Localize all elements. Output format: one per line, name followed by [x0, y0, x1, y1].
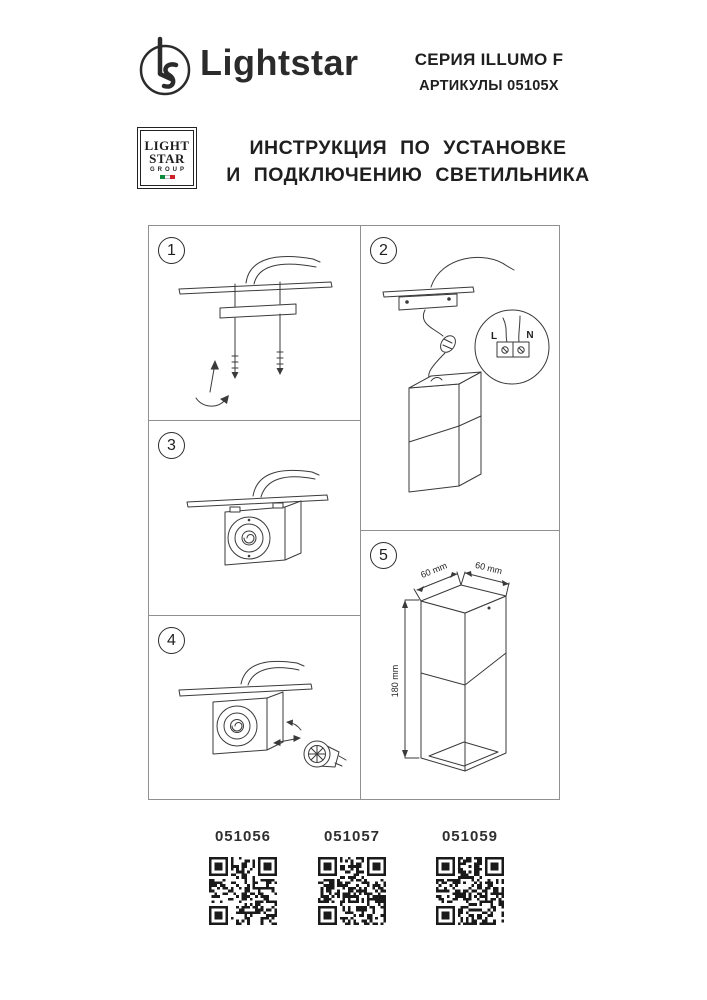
step-5-panel: 5 60 mm	[361, 531, 560, 799]
ceiling-plate	[178, 281, 333, 295]
lamp-body	[212, 691, 284, 755]
insert-arrow-icon	[273, 735, 301, 746]
qr-code	[209, 857, 277, 925]
step-4-panel: 4	[149, 616, 360, 799]
lamp-body-3d	[420, 584, 507, 772]
article-code-label: 051057	[323, 828, 381, 845]
lightstar-group-logo: LIGHT STAR GROUP	[137, 127, 197, 189]
dim-top-left-label: 60 mm	[419, 560, 448, 580]
qr-code	[436, 857, 504, 925]
group-logo-group-text: GROUP	[149, 166, 187, 173]
power-wires	[252, 469, 320, 498]
ceiling-plate	[186, 494, 329, 508]
group-logo-frame: LIGHT STAR GROUP	[140, 130, 194, 186]
instruction-grid: 1	[148, 225, 560, 800]
step-1-diagram	[178, 256, 333, 407]
step-2-diagram: L N	[382, 256, 550, 493]
step-number-badge: 4	[158, 627, 185, 654]
step-number-badge: 5	[370, 542, 397, 569]
step-number-badge: 1	[158, 237, 185, 264]
gu10-bulb	[303, 740, 347, 768]
step-1-panel: 1	[149, 226, 360, 420]
lamp-body	[224, 500, 302, 566]
step-number-badge: 2	[370, 237, 397, 264]
qr-block-051057: 051057	[297, 828, 407, 925]
title-line-1: ИНСТРУКЦИЯ ПО УСТАНОВКЕ	[249, 137, 567, 159]
dim-top-right-label: 60 mm	[474, 560, 503, 576]
lamp-body	[408, 371, 482, 493]
power-wire	[430, 256, 515, 288]
grid-divider	[149, 615, 360, 616]
article-code-label: 051059	[441, 828, 499, 845]
bulb-direction-arrow-icon	[286, 719, 302, 731]
step-4-diagram	[178, 660, 347, 768]
spotlight-lens	[216, 705, 258, 747]
brand-header: Lightstar	[136, 32, 359, 98]
qr-block-051056: 051056	[188, 828, 298, 925]
ceiling-plate	[382, 286, 475, 311]
wire-connector	[422, 309, 456, 382]
step-5-diagram: 60 mm 60 mm 180 mm	[390, 560, 510, 772]
series-label: СЕРИЯ ILLUMO F	[414, 50, 564, 69]
step-3-diagram	[186, 469, 329, 566]
power-wires	[240, 660, 305, 686]
lightstar-logo-icon	[139, 36, 191, 96]
series-block: СЕРИЯ ILLUMO F АРТИКУЛЫ 05105X	[400, 50, 578, 94]
push-arrow-icon	[209, 360, 219, 393]
grid-divider	[149, 420, 360, 421]
rotate-arrow-icon	[195, 395, 229, 407]
grid-divider	[360, 226, 361, 799]
power-wires	[245, 256, 321, 285]
italy-flag-icon	[159, 174, 175, 179]
grid-divider	[361, 530, 560, 531]
step-number-badge: 3	[158, 432, 185, 459]
anchor-studs	[231, 313, 284, 379]
group-logo-light-text: LIGHT	[144, 137, 190, 153]
qr-block-051059: 051059	[415, 828, 525, 925]
qr-code	[318, 857, 386, 925]
terminal-inset: L N	[474, 309, 550, 385]
step-2-panel: 2	[361, 226, 560, 530]
title-line-2: И ПОДКЛЮЧЕНИЮ СВЕТИЛЬНИКА	[226, 164, 590, 186]
mounting-bar	[219, 281, 297, 319]
step-3-panel: 3	[149, 421, 360, 615]
dim-height-label: 180 mm	[390, 665, 400, 698]
spotlight-lens	[227, 516, 271, 560]
brand-name: Lightstar	[200, 42, 359, 83]
articles-label: АРТИКУЛЫ 05105X	[419, 78, 559, 94]
page-title: ИНСТРУКЦИЯ ПО УСТАНОВКЕ И ПОДКЛЮЧЕНИЮ СВ…	[212, 135, 604, 189]
ceiling-plate	[178, 683, 313, 697]
height-dimension: 180 mm	[390, 599, 420, 759]
terminal-l-label: L	[491, 331, 497, 342]
article-code-label: 051056	[214, 828, 272, 845]
terminal-n-label: N	[526, 330, 533, 341]
group-logo-star-text: STAR	[149, 150, 185, 166]
